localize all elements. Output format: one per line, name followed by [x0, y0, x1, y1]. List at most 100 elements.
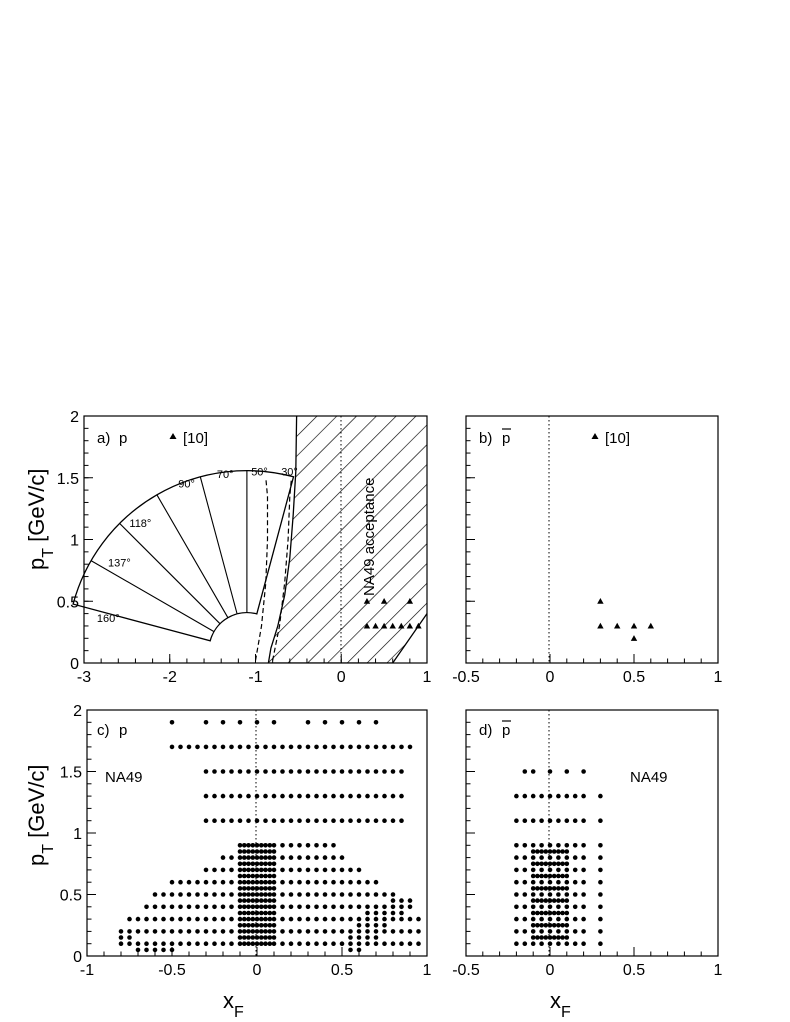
data-point [169, 904, 175, 910]
data-point [169, 892, 175, 897]
data-point [203, 916, 209, 922]
panel-label-a: a) [97, 430, 110, 447]
data-point [564, 910, 570, 916]
data-point [254, 935, 260, 940]
data-point [539, 886, 544, 891]
data-point [389, 622, 396, 629]
data-point [169, 879, 175, 885]
data-point [348, 892, 353, 897]
data-point [348, 904, 353, 910]
x-tick-label: 0 [546, 669, 555, 686]
data-point [380, 622, 388, 629]
data-point [514, 892, 519, 897]
data-point [560, 849, 565, 854]
data-point [331, 818, 336, 823]
data-point [598, 867, 603, 873]
data-point [254, 855, 260, 860]
data-point [254, 910, 260, 916]
data-point [259, 879, 264, 885]
data-point [514, 793, 519, 799]
data-point [556, 867, 561, 873]
data-point [314, 744, 319, 750]
data-point [539, 935, 544, 940]
data-point [250, 867, 256, 873]
data-point [237, 720, 243, 725]
data-point [297, 855, 302, 860]
data-point [322, 843, 328, 848]
data-point [597, 598, 604, 604]
data-point [314, 916, 319, 922]
data-point [237, 744, 243, 750]
data-point [203, 744, 209, 750]
data-point [356, 941, 362, 946]
data-point [280, 855, 285, 860]
data-point [220, 744, 226, 750]
data-point [169, 744, 175, 750]
data-point [539, 929, 544, 934]
data-point [314, 793, 319, 799]
data-point [229, 916, 234, 922]
data-point [407, 744, 413, 750]
data-point [339, 818, 345, 823]
data-point [237, 904, 243, 910]
data-point [535, 873, 540, 879]
data-point [614, 622, 621, 629]
data-point [416, 916, 421, 922]
data-point [331, 855, 336, 860]
data-point [271, 855, 277, 860]
data-point [288, 855, 294, 860]
data-point [254, 904, 260, 910]
data-point [288, 818, 294, 823]
data-point [514, 818, 519, 823]
data-point [530, 904, 536, 910]
data-point [242, 855, 247, 860]
data-point [246, 910, 251, 916]
data-point [237, 843, 243, 848]
data-point [399, 941, 404, 946]
data-point [373, 916, 379, 922]
data-point [390, 818, 396, 823]
data-point [246, 898, 251, 903]
data-point [246, 892, 251, 897]
data-point [365, 916, 370, 922]
data-point [598, 793, 603, 799]
data-point [365, 744, 370, 750]
data-point [305, 904, 311, 910]
data-point [186, 879, 192, 885]
data-point [331, 916, 336, 922]
data-point [267, 929, 273, 934]
data-point [390, 744, 396, 750]
data-point [237, 879, 243, 885]
angle-label: 50° [251, 466, 268, 478]
data-point [254, 818, 260, 823]
data-point [522, 867, 528, 873]
data-point [348, 867, 353, 873]
data-point [547, 898, 553, 903]
data-point [263, 941, 268, 946]
angle-label: 118° [129, 518, 151, 530]
data-point [530, 843, 536, 848]
data-point [263, 843, 268, 848]
data-point [254, 879, 260, 885]
data-point [572, 793, 578, 799]
data-point [203, 929, 209, 934]
data-point [522, 916, 528, 922]
data-point [535, 898, 540, 903]
na49-acceptance-region [267, 416, 427, 663]
data-point [314, 879, 319, 885]
data-point [195, 929, 200, 934]
data-point [598, 916, 603, 922]
y-axis-title-c: pT [GeV/c] [24, 764, 57, 866]
data-point [322, 818, 328, 823]
data-point [288, 867, 294, 873]
data-point [530, 929, 536, 934]
data-point [271, 843, 277, 848]
data-point [212, 916, 217, 922]
data-point [263, 744, 268, 750]
data-point [220, 929, 226, 934]
detector-outline [72, 470, 295, 642]
data-point [543, 935, 549, 940]
